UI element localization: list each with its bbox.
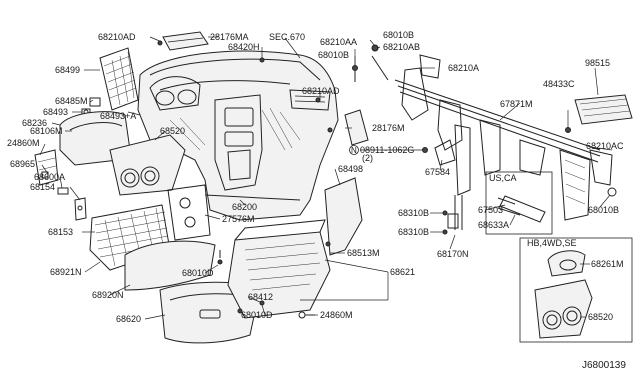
label-68499: 68499	[55, 65, 80, 75]
label-68620: 68620	[116, 314, 141, 324]
n-marker-circle	[349, 145, 359, 155]
part-67871M-steering-member	[394, 54, 617, 230]
diagram-id: J6800139	[582, 360, 626, 371]
label-68010D-a: 68010D	[182, 268, 214, 278]
label-24860M-bottom: 24860M	[320, 310, 353, 320]
label-68010B-mid: 68010B	[318, 50, 349, 60]
label-68200: 68200	[232, 202, 257, 212]
label-48433C: 48433C	[543, 79, 575, 89]
label-28176MA: 28176MA	[210, 32, 249, 42]
label-28176M: 28176M	[372, 123, 405, 133]
inset-us-ca	[485, 171, 553, 235]
label-67584: 67584	[425, 167, 450, 177]
part-68621-glove-box	[227, 219, 331, 319]
label-68210AD-mid: 68210AD	[302, 86, 340, 96]
label-68600A: 68600A	[34, 172, 65, 182]
fasteners-bottom	[217, 210, 448, 319]
label-68520-inset: 68520	[588, 312, 613, 322]
inset-hb-4wd-se	[519, 237, 633, 343]
part-labels: 68210AD 28176MA SEC.670 68420H 68210AA 6…	[7, 30, 626, 371]
label-68920N: 68920N	[92, 290, 124, 300]
part-instrument-panel	[137, 50, 339, 221]
label-98515: 98515	[585, 58, 610, 68]
n-marker-text: N	[351, 146, 357, 155]
label-68170N: 68170N	[437, 249, 469, 259]
part-clips-68600A	[57, 187, 87, 221]
label-68261M: 68261M	[591, 259, 624, 269]
label-68010D-b: 68010D	[241, 310, 273, 320]
part-08911-bolt	[422, 147, 428, 153]
label-68210A: 68210A	[448, 63, 479, 73]
label-68236: 68236	[22, 118, 47, 128]
part-28176M	[344, 109, 369, 146]
leader-lines	[39, 36, 613, 320]
label-68965: 68965	[10, 159, 35, 169]
label-68520-mid: 68520	[160, 126, 185, 136]
label-68493: 68493	[43, 107, 68, 117]
inset-us-ca-title: US,CA	[489, 173, 517, 183]
part-68920N-knee-pad	[124, 240, 216, 291]
label-67503: 67503	[478, 205, 503, 215]
label-68210AA: 68210AA	[320, 37, 357, 47]
label-68485M: 68485M	[55, 96, 88, 106]
label-68153: 68153	[48, 227, 73, 237]
label-68010B-top: 68010B	[383, 30, 414, 40]
label-68498: 68498	[338, 164, 363, 174]
label-24860M-left: 24860M	[7, 138, 40, 148]
label-68010B-right: 68010B	[588, 205, 619, 215]
label-68154: 68154	[30, 182, 55, 192]
label-68420H: 68420H	[228, 42, 260, 52]
label-68310B-b: 68310B	[398, 227, 429, 237]
part-68520-finisher	[109, 134, 186, 196]
label-68621: 68621	[390, 267, 415, 277]
label-68513M: 68513M	[347, 248, 380, 258]
part-top-cover	[162, 31, 209, 51]
part-27576M-vent	[167, 184, 211, 241]
part-67584-bracket	[434, 139, 456, 166]
part-98515-airbag	[565, 94, 633, 133]
label-68210AD-top: 68210AD	[98, 32, 136, 42]
label-68210AC: 68210AC	[586, 141, 624, 151]
label-68210AB: 68210AB	[383, 42, 420, 52]
label-68921N: 68921N	[50, 267, 82, 277]
label-08911: 08911-1062G	[360, 145, 414, 155]
label-68412: 68412	[248, 292, 273, 302]
label-08911-qty: (2)	[362, 153, 373, 163]
inset-hb-title: HB,4WD,SE	[527, 238, 577, 248]
part-68499-grille	[99, 47, 139, 111]
label-68310B-a: 68310B	[398, 208, 429, 218]
label-27576M: 27576M	[222, 214, 255, 224]
label-68633A: 68633A	[478, 220, 509, 230]
part-left-end-cap	[34, 149, 59, 186]
label-68493A: 68493+A	[100, 111, 136, 121]
label-section-ref: SEC.670	[269, 32, 305, 42]
label-67871M: 67871M	[500, 99, 533, 109]
part-68498-side-panel	[324, 177, 363, 256]
label-68106M: 68106M	[30, 126, 63, 136]
